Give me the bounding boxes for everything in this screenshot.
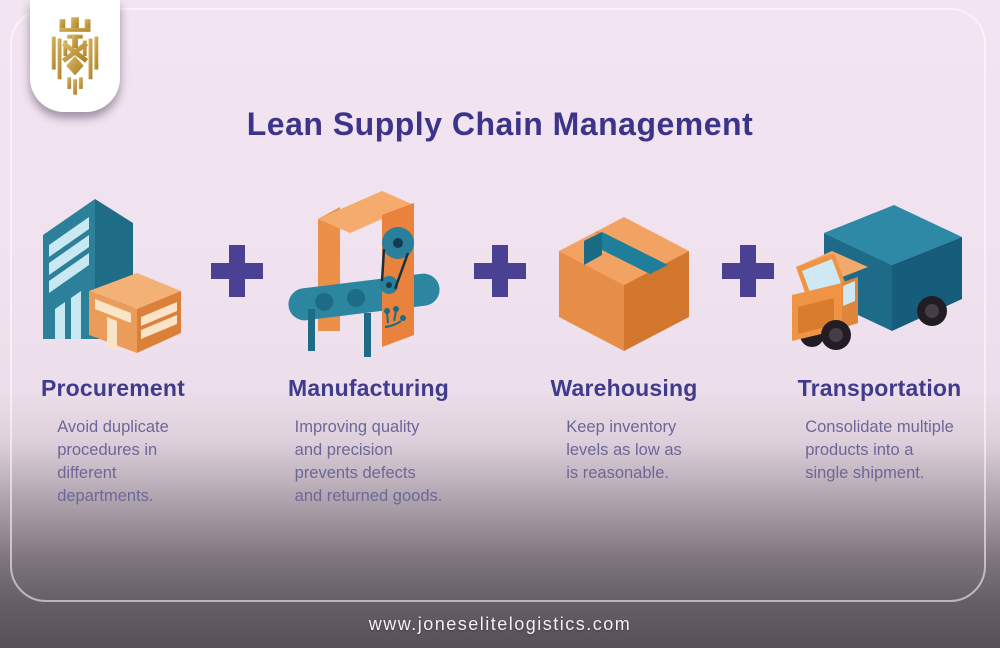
plus-icon bbox=[211, 245, 263, 297]
page-title: Lean Supply Chain Management bbox=[246, 106, 754, 142]
plus-icon bbox=[722, 245, 774, 297]
delivery-truck-icon bbox=[777, 185, 982, 357]
website-url: www.joneselitelogistics.com bbox=[368, 614, 632, 634]
lion-crest-icon bbox=[44, 14, 106, 98]
plus-separator bbox=[208, 185, 266, 357]
cardboard-box-icon bbox=[529, 185, 719, 357]
plus-separator bbox=[471, 185, 529, 357]
section-heading: Procurement bbox=[40, 375, 186, 401]
section-heading: Manufacturing bbox=[287, 375, 450, 401]
buildings-icon bbox=[18, 185, 208, 357]
plus-icon bbox=[474, 245, 526, 297]
section-heading: Transportation bbox=[797, 375, 962, 401]
section-heading: Warehousing bbox=[550, 375, 698, 401]
logo-badge bbox=[30, 0, 120, 112]
plus-separator bbox=[719, 185, 777, 357]
conveyor-machine-icon bbox=[266, 185, 471, 357]
